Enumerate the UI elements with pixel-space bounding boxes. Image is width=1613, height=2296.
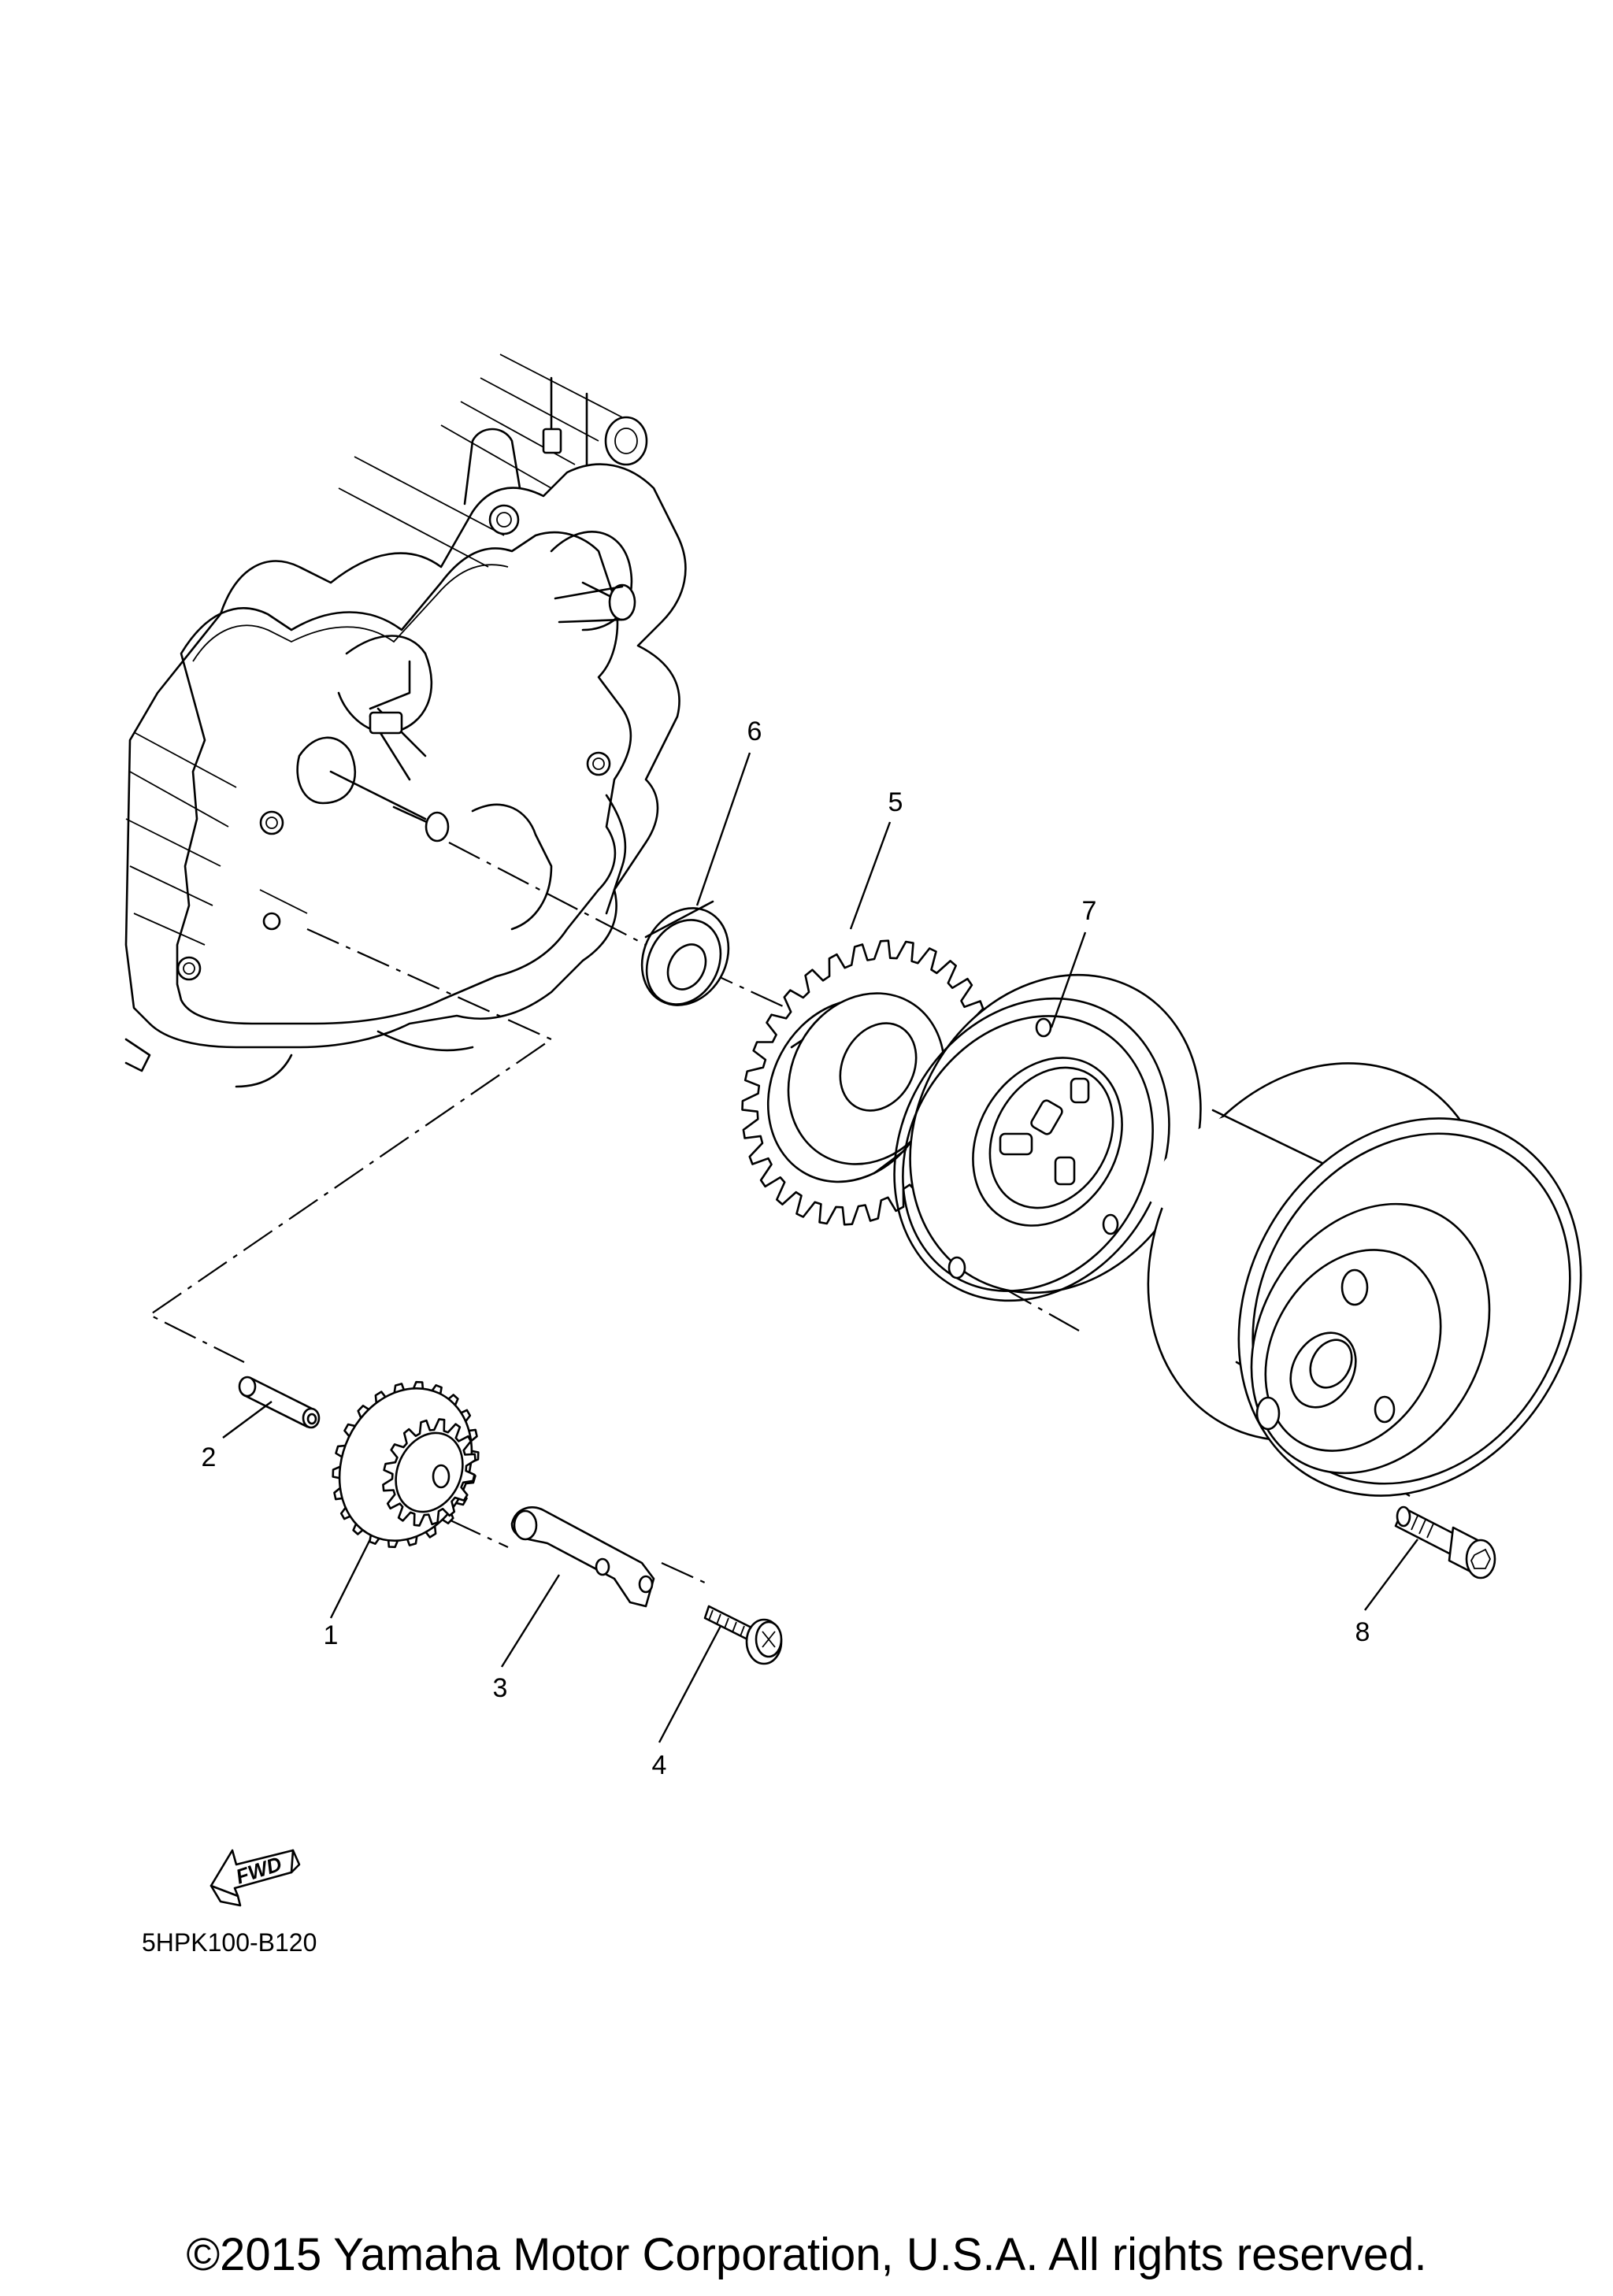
callout-3: 3	[493, 1673, 508, 1703]
copyright-notice: ©2015 Yamaha Motor Corporation, U.S.A. A…	[186, 2229, 1427, 2280]
diagram-code: 5HPK100-B120	[142, 1928, 317, 1957]
callout-8: 8	[1355, 1617, 1370, 1647]
part-8-bolt	[1394, 1505, 1496, 1579]
callout-4: 4	[652, 1750, 667, 1780]
part-3-plate	[510, 1506, 655, 1608]
callout-6: 6	[747, 717, 762, 746]
flywheel-rotor	[1142, 1062, 1582, 1497]
part-2-shaft	[238, 1376, 321, 1429]
callout-7: 7	[1082, 896, 1097, 926]
crankcase-illustration	[124, 354, 687, 1088]
fwd-arrow-icon: FWD	[210, 1849, 301, 1907]
callout-1: 1	[324, 1620, 339, 1650]
part-6-washer	[640, 900, 730, 1006]
part-4-screw	[703, 1605, 783, 1665]
part-1-idle-gear	[332, 1380, 480, 1549]
callout-2: 2	[202, 1442, 217, 1472]
callout-leaders	[222, 752, 1418, 1743]
part-7-starter-clutch	[893, 973, 1202, 1302]
callout-numbers: 1 2 3 4 5 6 7 8	[202, 717, 1370, 1780]
callout-5: 5	[888, 787, 903, 817]
fwd-label: FWD	[233, 1852, 285, 1889]
